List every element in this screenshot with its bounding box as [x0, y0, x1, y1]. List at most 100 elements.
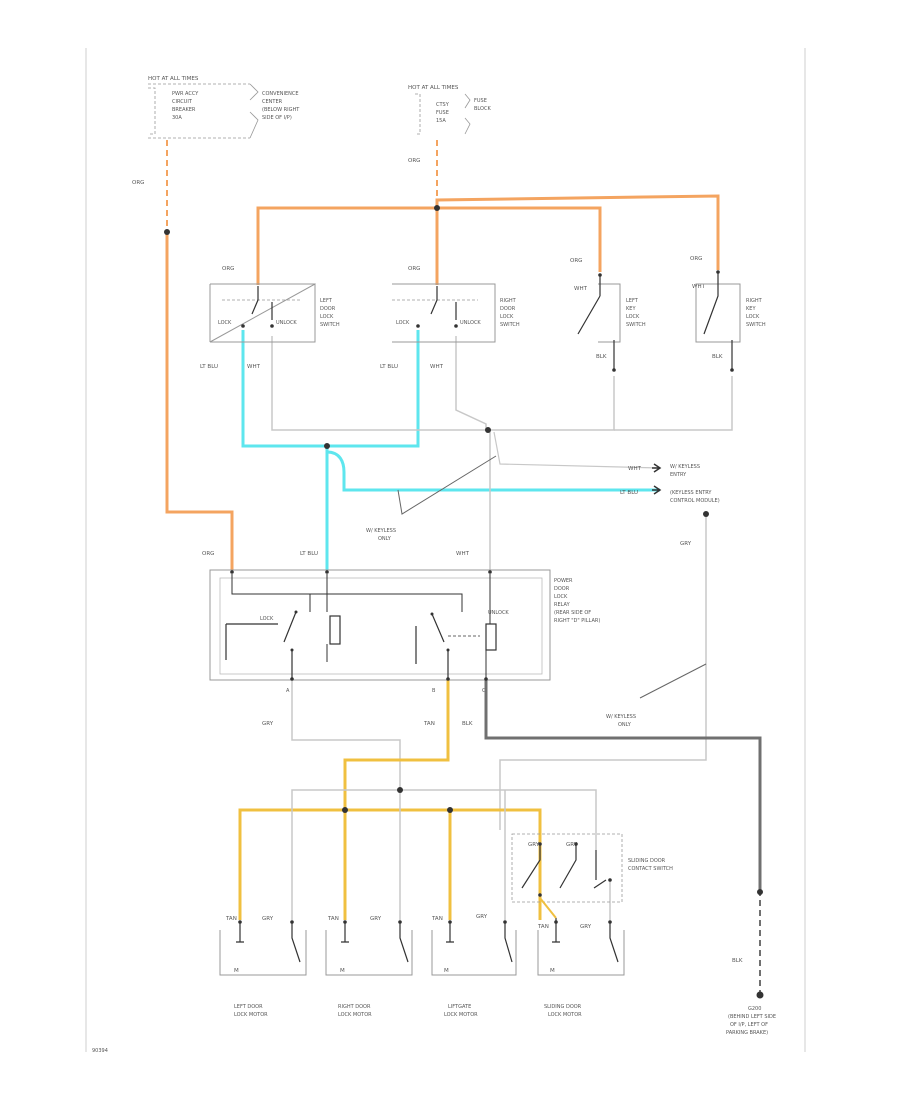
left-door-label-3: LOCK	[320, 314, 334, 320]
left-door-lock-switch: LOCK UNLOCK LEFT DOOR LOCK SWITCH	[209, 283, 340, 343]
wire-label-tan-b: TAN	[423, 721, 435, 727]
relay-lock-label: LOCK	[260, 616, 274, 622]
wire-label-wht-ld: WHT	[247, 364, 261, 370]
fuse-loc-2: BLOCK	[474, 106, 491, 112]
left-door-label-2: DOOR	[320, 306, 336, 312]
wire-label-blk-rk: BLK	[712, 354, 723, 360]
contact-switch-label-1: SLIDING DOOR	[628, 858, 666, 864]
sliding-door-contact-switch: SLIDING DOOR CONTACT SWITCH	[511, 833, 673, 903]
left-key-label-1: LEFT	[626, 298, 639, 304]
ground-label-3: OF I/P, LEFT OF	[730, 1022, 768, 1028]
ground-label-1: G200	[748, 1006, 761, 1012]
wire-label-wht-relay: WHT	[456, 551, 470, 557]
fuse-name-1: CTSY	[436, 102, 450, 108]
fuse-name-3: 15A	[436, 118, 446, 124]
liftgate-motor-label-1: LIFTGATE	[448, 1004, 471, 1010]
wire-label-org-fuse: ORG	[408, 158, 420, 164]
relay-label-6: RIGHT "D" PILLAR)	[554, 618, 600, 624]
wires	[165, 140, 762, 995]
relay-label-5: (REAR SIDE OF	[554, 610, 591, 616]
left-door-lock-motor: M LEFT DOOR LOCK MOTOR	[219, 920, 307, 1018]
module-label-1: W/ KEYLESS	[670, 464, 700, 470]
relay-pin-b: B	[432, 688, 436, 694]
relay-unlock-label: UNLOCK	[488, 610, 509, 616]
wire-label-tan-m1: TAN	[225, 916, 237, 922]
splice-dots	[164, 205, 764, 999]
right-motor-m: M	[340, 968, 345, 974]
wire-label-blk-lk: BLK	[596, 354, 607, 360]
right-door-label-1: RIGHT	[500, 298, 517, 304]
left-switch-lock-label: LOCK	[218, 320, 232, 326]
wire-label-org-main: ORG	[132, 180, 144, 186]
diagram-code: 90394	[92, 1048, 108, 1054]
relay-pin-c: C	[482, 688, 486, 694]
wire-label-gry-m1: GRY	[262, 916, 274, 922]
right-door-lock-motor: M RIGHT DOOR LOCK MOTOR	[325, 920, 413, 1018]
right-key-label-2: KEY	[746, 306, 756, 312]
keyless-only-2-line-1: W/ KEYLESS	[606, 714, 636, 720]
wire-label-gry-s1: GRY	[528, 842, 540, 848]
liftgate-motor-m: M	[444, 968, 449, 974]
wire-label-gry-m2: GRY	[370, 916, 382, 922]
left-door-label-1: LEFT	[320, 298, 333, 304]
left-key-label-3: LOCK	[626, 314, 640, 320]
power-door-lock-relay: LOCK UNLOCK POWER DOOR LOCK RELAY (REAR …	[209, 569, 600, 694]
circuit-breaker-source: HOT AT ALL TIMES PWR ACCY CIRCUIT BREAKE…	[148, 76, 300, 139]
wire-label-wht-lk: WHT	[574, 286, 588, 292]
right-key-label-3: LOCK	[746, 314, 760, 320]
keyless-only-1-line-1: W/ KEYLESS	[366, 528, 396, 534]
left-motor-label-1: LEFT DOOR	[234, 1004, 263, 1010]
relay-label-1: POWER	[554, 578, 573, 584]
right-key-label-4: SWITCH	[746, 322, 766, 328]
fuse-header: HOT AT ALL TIMES	[408, 85, 459, 91]
relay-pin-a: A	[286, 688, 290, 694]
breaker-loc-1: CONVENIENCE	[262, 91, 299, 97]
wire-label-blk-gnd: BLK	[732, 958, 743, 964]
right-key-lock-switch: RIGHT KEY LOCK SWITCH	[695, 270, 766, 372]
left-key-label-4: SWITCH	[626, 322, 646, 328]
wire-label-ltblu-rd: LT BLU	[380, 364, 398, 370]
liftgate-motor-label-2: LOCK MOTOR	[444, 1012, 478, 1018]
ground-point: G200 (BEHIND LEFT SIDE OF I/P, LEFT OF P…	[726, 1006, 776, 1036]
right-door-label-2: DOOR	[500, 306, 516, 312]
right-door-lock-switch: LOCK UNLOCK RIGHT DOOR LOCK SWITCH	[392, 283, 520, 343]
right-key-label-1: RIGHT	[746, 298, 763, 304]
wire-label-ltblu-bus: LT BLU	[620, 490, 638, 496]
breaker-loc-2: CENTER	[262, 99, 283, 105]
relay-label-4: RELAY	[554, 602, 571, 608]
right-switch-unlock-label: UNLOCK	[460, 320, 481, 326]
courtesy-fuse-source: HOT AT ALL TIMES CTSY FUSE 15A FUSE BLOC…	[408, 85, 491, 135]
right-motor-label-2: LOCK MOTOR	[338, 1012, 372, 1018]
wire-label-gry-a: GRY	[262, 721, 274, 727]
wire-label-tan-m2: TAN	[327, 916, 339, 922]
left-switch-unlock-label: UNLOCK	[276, 320, 297, 326]
fuse-name-2: FUSE	[436, 110, 449, 116]
sliding-motor-m: M	[550, 968, 555, 974]
sliding-door-lock-motor: M SLIDING DOOR LOCK MOTOR	[537, 897, 625, 1018]
ground-label-4: PARKING BRAKE)	[726, 1030, 768, 1036]
wire-label-ltblu-relay: LT BLU	[300, 551, 318, 557]
sliding-motor-label-2: LOCK MOTOR	[548, 1012, 582, 1018]
module-label-3: (KEYLESS ENTRY	[670, 490, 712, 496]
liftgate-lock-motor: M LIFTGATE LOCK MOTOR	[431, 920, 517, 1018]
ground-label-2: (BEHIND LEFT SIDE	[728, 1014, 776, 1020]
wire-label-blk-c: BLK	[462, 721, 473, 727]
keyless-only-1-line-2: ONLY	[378, 536, 392, 542]
left-key-label-2: KEY	[626, 306, 636, 312]
wire-label-tan-m4: TAN	[537, 924, 549, 930]
contact-switch-label-2: CONTACT SWITCH	[628, 866, 673, 872]
module-label-2: ENTRY	[670, 472, 687, 478]
wire-label-gry-right: GRY	[680, 541, 692, 547]
wire-label-gry-m4: GRY	[580, 924, 592, 930]
sliding-motor-label-1: SLIDING DOOR	[544, 1004, 582, 1010]
breaker-name-2: CIRCUIT	[172, 99, 193, 105]
keyless-entry-module: W/ KEYLESS ENTRY (KEYLESS ENTRY CONTROL …	[366, 463, 720, 728]
wire-label-ltblu-ld: LT BLU	[200, 364, 218, 370]
wire-label-wht-rd: WHT	[430, 364, 444, 370]
breaker-name-4: 30A	[172, 115, 182, 121]
wire-label-tan-m3: TAN	[431, 916, 443, 922]
breaker-header: HOT AT ALL TIMES	[148, 76, 199, 82]
wire-label-org-lk: ORG	[570, 258, 582, 264]
wire-label-org-rd: ORG	[408, 266, 420, 272]
